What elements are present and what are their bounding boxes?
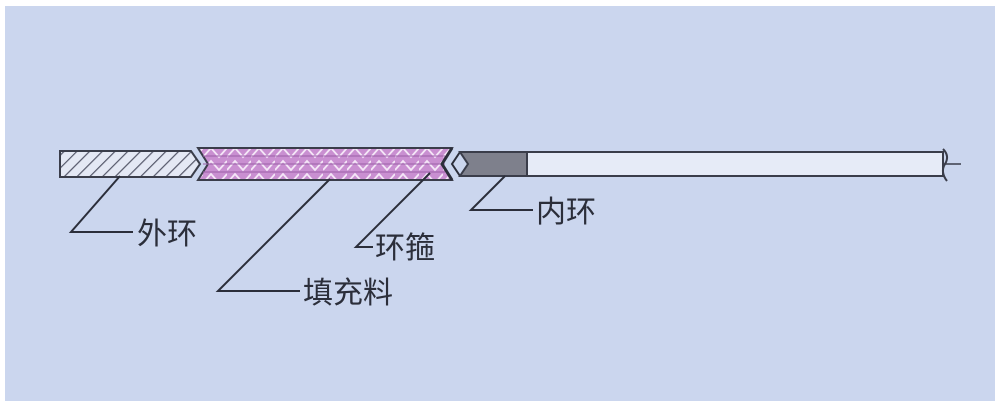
hoop-band [440,147,461,181]
leader-lines [68,172,533,292]
label-outer-ring: 外环 [137,217,197,252]
label-filler: 填充料 [303,276,393,311]
inner-strip [526,148,961,182]
gasket-cross-section-diagram: 外环 填充料 环箍 内环 [59,147,961,311]
label-inner-ring: 内环 [536,195,596,230]
label-hoop: 环箍 [375,231,435,266]
diagram-frame: 外环 填充料 环箍 内环 [5,6,995,401]
leader-hoop [353,172,431,248]
leader-outer-ring [68,175,133,233]
leader-filler [215,178,331,292]
filler-section [196,147,454,181]
leader-inner-ring [468,175,533,211]
inner-ring [458,151,528,177]
outer-ring [59,150,202,178]
